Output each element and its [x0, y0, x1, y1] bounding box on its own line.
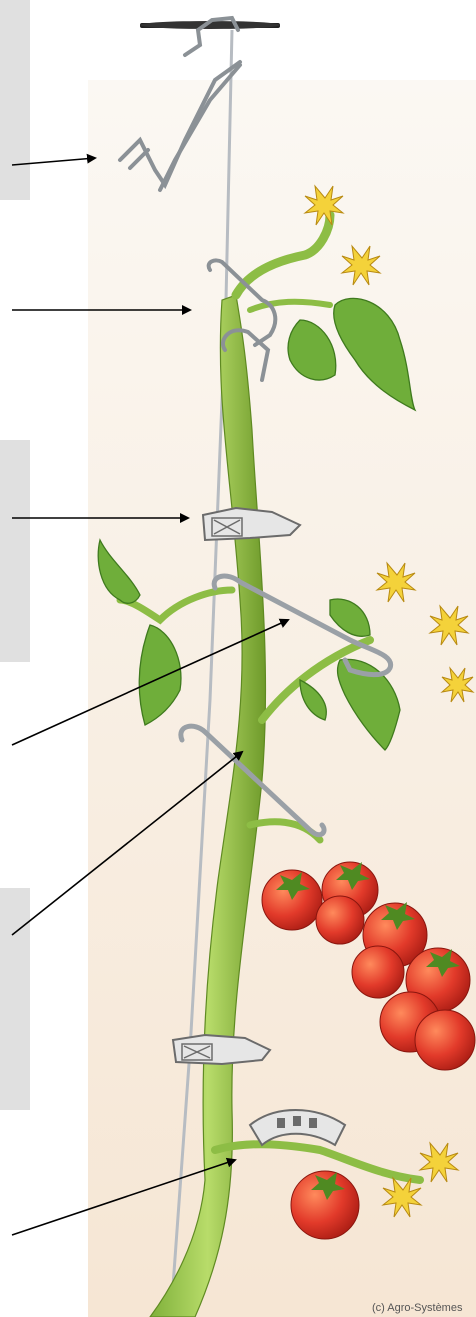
main-stem [150, 295, 266, 1317]
hanging-hook [120, 18, 240, 190]
tomato [415, 1010, 475, 1070]
truss-support-clip [250, 1110, 345, 1145]
tomato [316, 896, 364, 944]
copyright-credit: (c) Agro-Systèmes [372, 1302, 462, 1314]
clip-ring-low [173, 1035, 270, 1064]
arrow-hook [12, 158, 95, 165]
clip-ring-mid [203, 508, 300, 540]
arrow-stem [12, 752, 242, 935]
tomato [352, 946, 404, 998]
tomatoes [262, 862, 475, 1239]
